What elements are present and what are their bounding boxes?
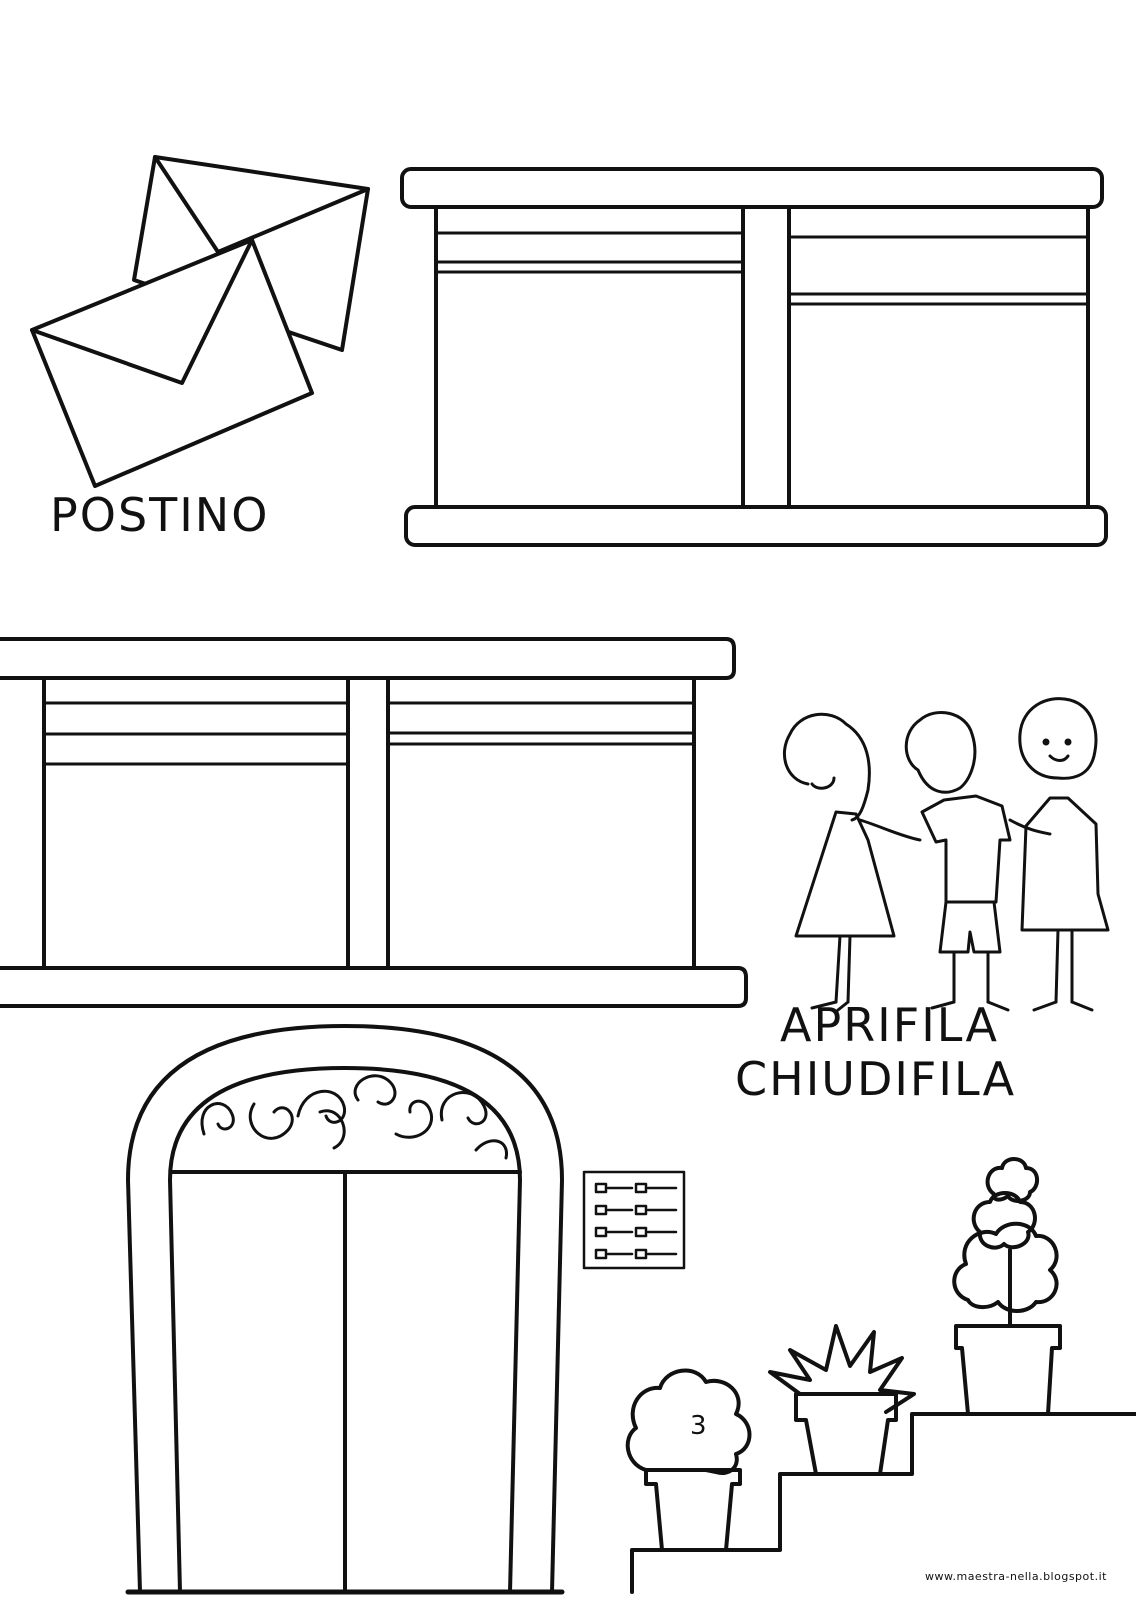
- aprifila-label: APRIFILA: [780, 998, 999, 1052]
- window-upper-right: [400, 167, 1108, 547]
- steps-with-plants: [625, 1157, 1136, 1594]
- front-door: [125, 1024, 565, 1595]
- window-lower-left: [0, 637, 748, 1008]
- chiudifila-label: CHIUDIFILA: [735, 1052, 1017, 1106]
- intercom-panel-icon: [582, 1170, 686, 1270]
- credit-url: www.maestra-nella.blogspot.it: [925, 1570, 1107, 1583]
- children-in-line-icon: [782, 697, 1110, 1012]
- postino-label: POSTINO: [50, 488, 270, 542]
- envelope-icon: [30, 155, 370, 488]
